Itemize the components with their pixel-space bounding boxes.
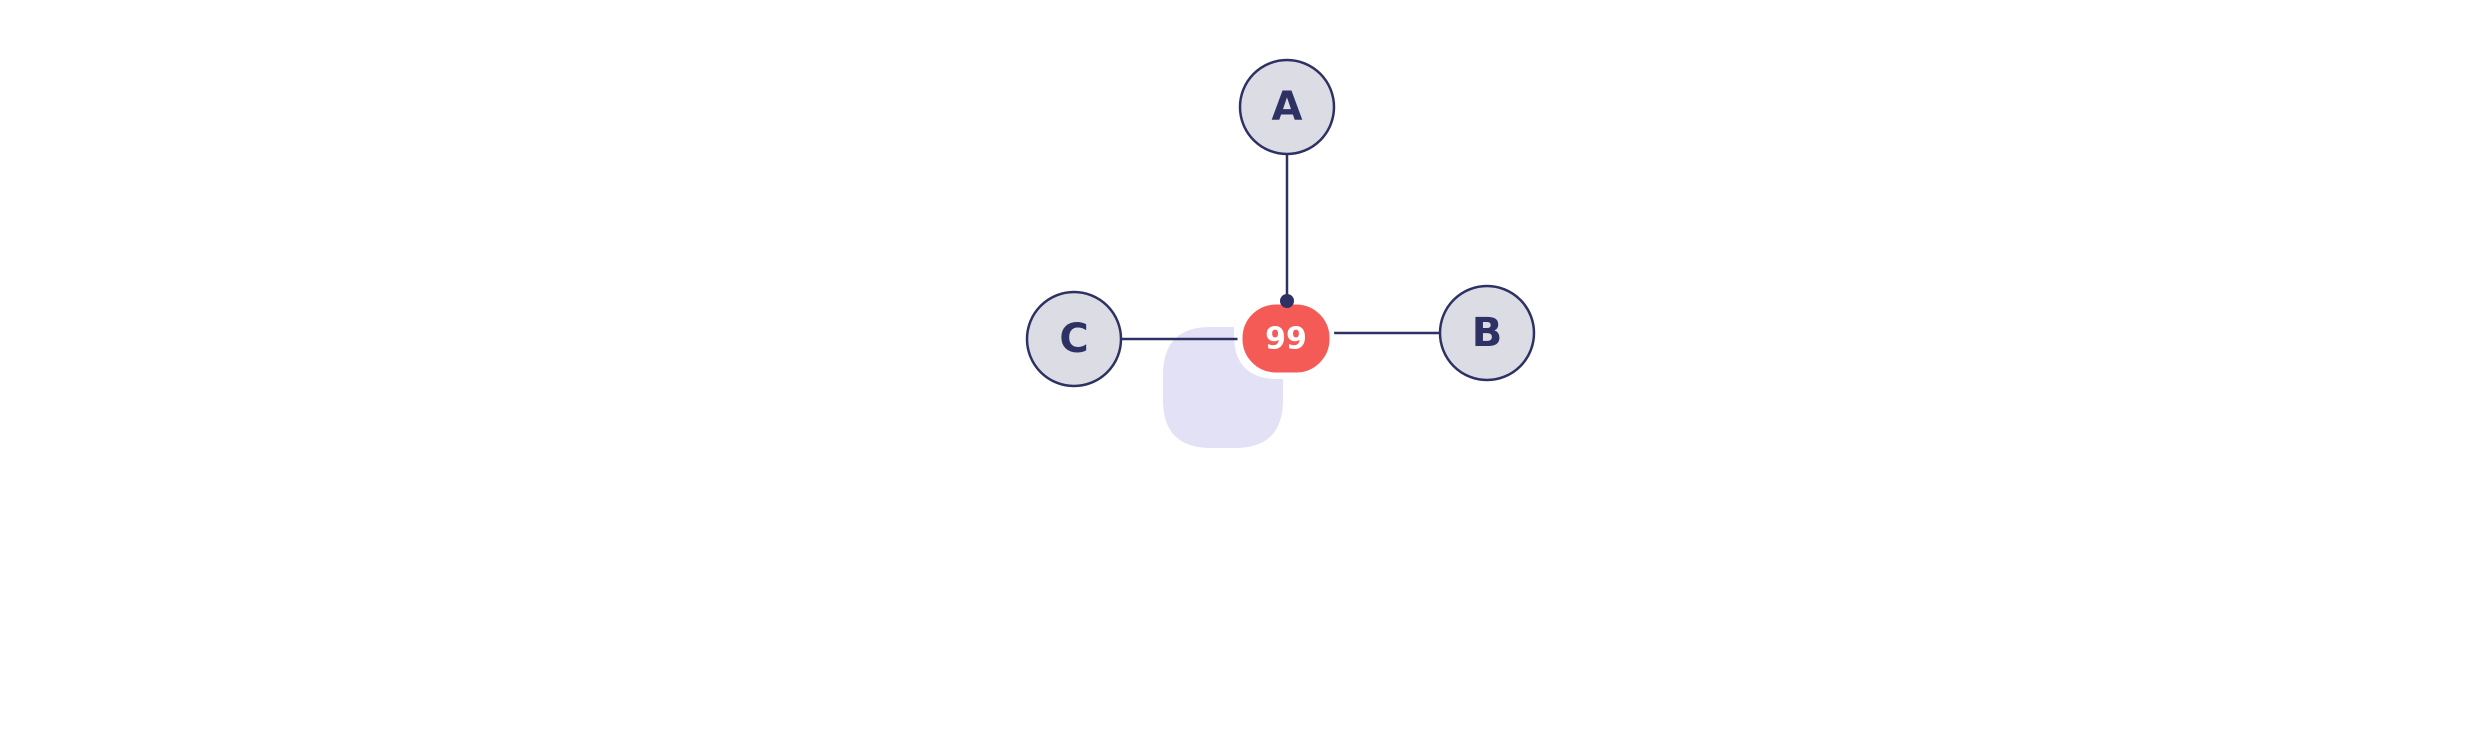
node-b-label: B: [1472, 310, 1503, 356]
node-a-label: A: [1272, 84, 1303, 130]
node-a-circle: [1238, 58, 1336, 156]
node-c-circle: [1025, 290, 1123, 388]
hub-connector-dot: [1280, 294, 1294, 308]
hub-badge[interactable]: 99: [1237, 299, 1335, 378]
hub-badge-label: 99: [1265, 322, 1307, 357]
node-c[interactable]: C: [1025, 290, 1123, 388]
decorative-rounded-shape: [1163, 327, 1283, 448]
node-a[interactable]: A: [1238, 58, 1336, 156]
node-c-label: C: [1059, 316, 1088, 362]
node-b-circle: [1438, 284, 1536, 382]
node-b[interactable]: B: [1438, 284, 1536, 382]
